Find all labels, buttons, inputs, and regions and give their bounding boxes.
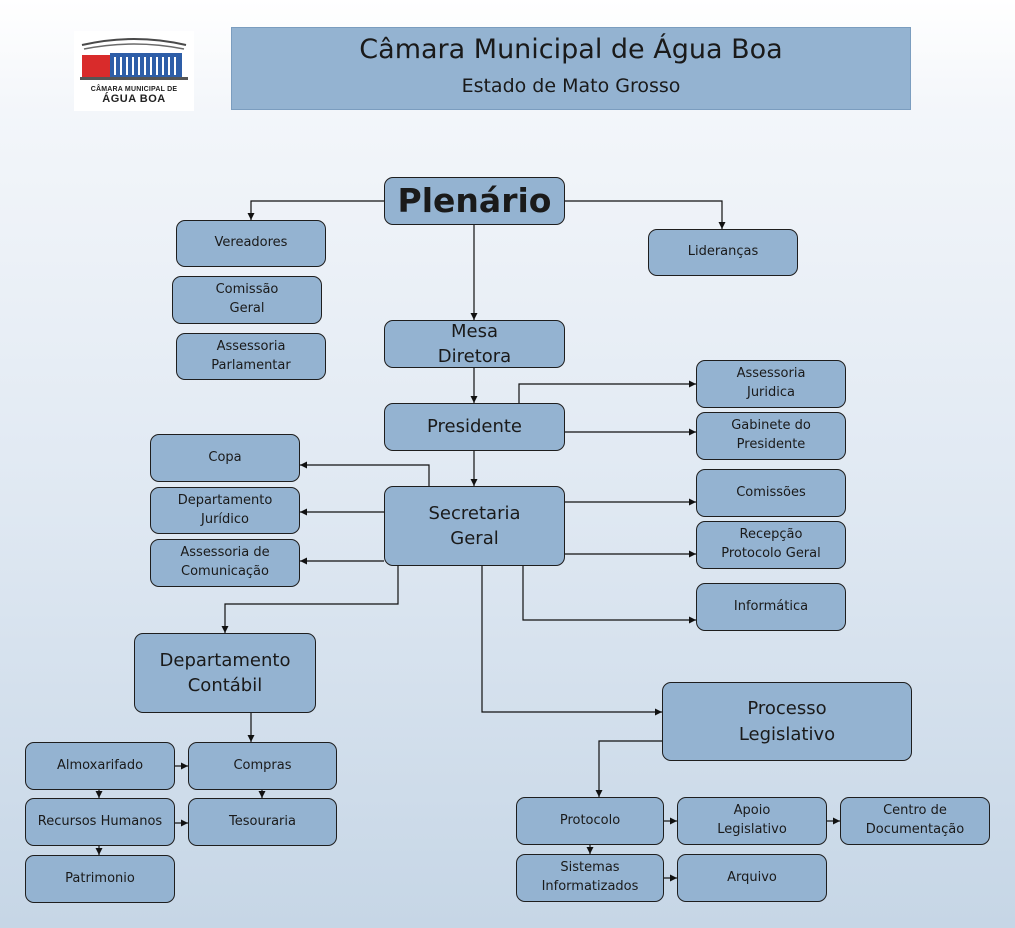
connector-processo-protocolo	[595, 740, 662, 797]
logo-text-line1: CÂMARA MUNICIPAL DE	[90, 86, 178, 93]
node-almoxarifado: Almoxarifado	[25, 742, 175, 790]
node-tesouraria: Tesouraria	[188, 798, 337, 846]
connector-presidente-assessoria-juridica	[518, 380, 696, 403]
node-recursos-humanos: Recursos Humanos	[25, 798, 175, 846]
node-presidente: Presidente	[384, 403, 565, 451]
building-logo-icon	[80, 38, 188, 80]
node-arquivo: Arquivo	[677, 854, 827, 902]
logo: CÂMARA MUNICIPAL DE ÁGUA BOA	[74, 31, 194, 111]
node-liderancas: Lideranças	[648, 229, 798, 276]
node-patrimonio: Patrimonio	[25, 855, 175, 903]
node-plenario: Plenário	[384, 177, 565, 225]
header-banner: Câmara Municipal de Água Boa Estado de M…	[231, 27, 911, 110]
connector-secretaria-copa	[300, 461, 430, 487]
header-title: Câmara Municipal de Água Boa	[359, 34, 783, 65]
connector-secretaria-processo	[481, 566, 662, 716]
connector-plenario-vereadores	[247, 200, 384, 220]
connector-secretaria-informatica	[522, 566, 696, 624]
connector-plenario-liderancas	[565, 200, 726, 229]
node-copa: Copa	[150, 434, 300, 482]
node-vereadores: Vereadores	[176, 220, 326, 267]
logo-text-line2: ÁGUA BOA	[102, 93, 166, 105]
node-informatica: Informática	[696, 583, 846, 631]
node-comissoes: Comissões	[696, 469, 846, 517]
header-subtitle: Estado de Mato Grosso	[461, 75, 681, 97]
connector-secretaria-contabil	[221, 566, 399, 633]
node-protocolo: Protocolo	[516, 797, 664, 845]
node-compras: Compras	[188, 742, 337, 790]
